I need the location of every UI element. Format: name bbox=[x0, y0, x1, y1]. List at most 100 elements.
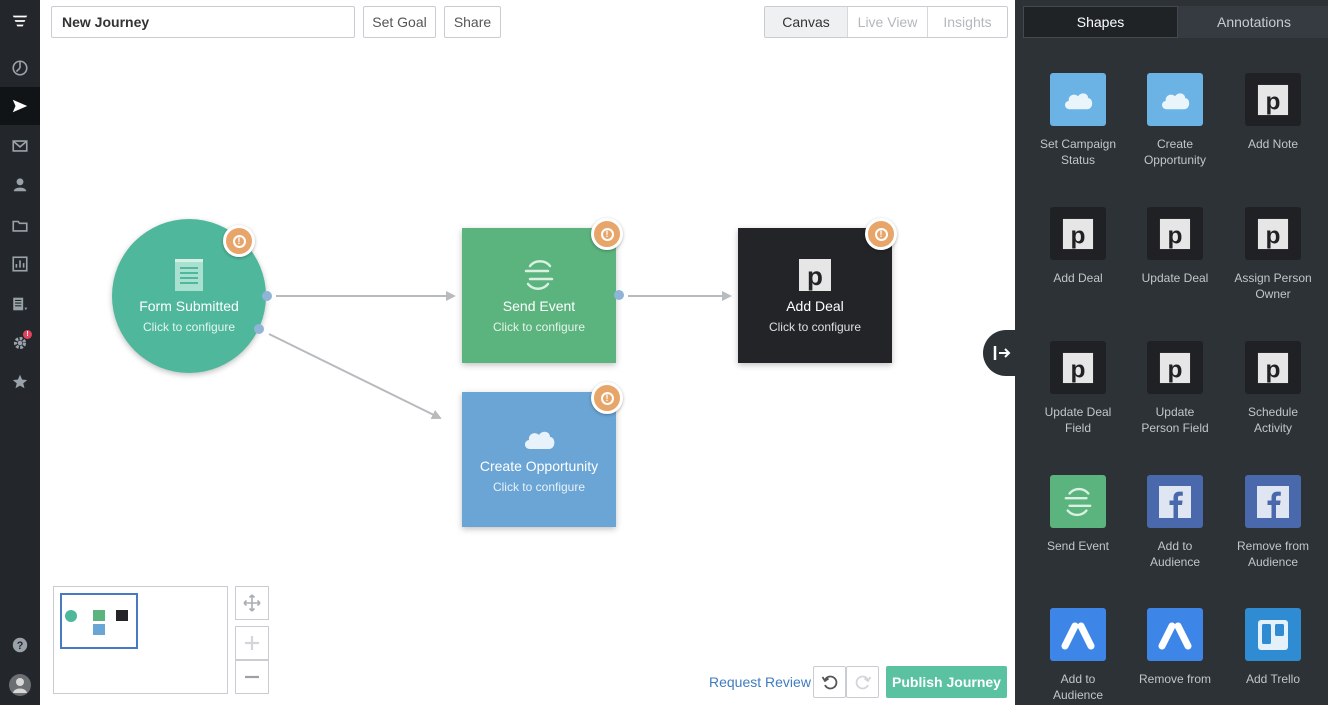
svg-text:p: p bbox=[1266, 222, 1281, 249]
menu-icon[interactable] bbox=[0, 2, 40, 40]
pipedrive-icon: p bbox=[799, 258, 831, 291]
svg-text:p: p bbox=[807, 261, 823, 291]
node-title: Create Opportunity bbox=[479, 457, 599, 474]
request-review-link[interactable]: Request Review bbox=[709, 674, 811, 690]
warning-icon[interactable]: ! bbox=[591, 218, 623, 250]
svg-text:p: p bbox=[1168, 222, 1183, 249]
folder-icon[interactable] bbox=[0, 207, 40, 245]
warning-icon[interactable]: ! bbox=[865, 218, 897, 250]
reports-icon[interactable] bbox=[0, 245, 40, 283]
publish-journey-button[interactable]: Publish Journey bbox=[886, 666, 1007, 698]
facebook-icon bbox=[1147, 475, 1203, 528]
warning-icon[interactable]: ! bbox=[223, 225, 255, 257]
shape-label: Add to Audience bbox=[1149, 539, 1201, 569]
salesforce-cloud-icon bbox=[1050, 73, 1106, 126]
journey-canvas[interactable]: Form Submitted Click to configure ! Send… bbox=[40, 44, 1015, 705]
svg-text:p: p bbox=[1071, 222, 1086, 249]
tab-live-view[interactable]: Live View bbox=[847, 7, 927, 37]
redo-button[interactable] bbox=[846, 666, 879, 698]
collapse-icon bbox=[993, 346, 1011, 360]
undo-button[interactable] bbox=[813, 666, 846, 698]
salesforce-cloud-icon bbox=[524, 431, 555, 449]
shape-add-to-audience[interactable]: Add to Audience bbox=[1129, 475, 1221, 570]
output-port[interactable] bbox=[614, 290, 624, 300]
forms-icon[interactable] bbox=[0, 285, 40, 323]
edge-form-to-opp[interactable] bbox=[268, 333, 442, 419]
output-port[interactable] bbox=[262, 291, 272, 301]
settings-icon[interactable]: ! bbox=[0, 324, 40, 362]
minimap-node bbox=[65, 610, 77, 622]
pipedrive-icon: p bbox=[1147, 341, 1203, 394]
minus-icon bbox=[245, 675, 259, 679]
tab-canvas[interactable]: Canvas bbox=[765, 7, 847, 37]
shape-label: Add Deal bbox=[1053, 271, 1103, 285]
dashboard-icon[interactable] bbox=[0, 49, 40, 87]
shape-label: Add Note bbox=[1247, 137, 1299, 151]
output-port[interactable] bbox=[254, 324, 264, 334]
node-send-event[interactable]: Send Event Click to configure bbox=[462, 228, 616, 363]
shape-remove-from-audience[interactable]: Remove from Audience bbox=[1227, 475, 1319, 570]
shape-label: Update Deal bbox=[1141, 271, 1209, 285]
segment-icon bbox=[524, 259, 554, 290]
shape-add-trello[interactable]: Add Trello bbox=[1227, 608, 1319, 687]
warning-icon[interactable]: ! bbox=[591, 382, 623, 414]
plus-icon bbox=[245, 636, 259, 650]
tab-annotations[interactable]: Annotations bbox=[1178, 6, 1328, 38]
contacts-icon[interactable] bbox=[0, 166, 40, 204]
shape-label: Add Trello bbox=[1245, 672, 1301, 686]
journeys-icon[interactable] bbox=[0, 87, 40, 125]
zoom-in-button[interactable] bbox=[235, 626, 269, 660]
left-nav: ! ? bbox=[0, 0, 40, 705]
avatar[interactable] bbox=[0, 666, 40, 704]
node-subtitle: Click to configure bbox=[492, 319, 586, 334]
shape-label: Create Opportunity bbox=[1143, 137, 1207, 167]
shape-label: Add to Audience bbox=[1052, 672, 1104, 702]
shape-label: Assign Person Owner bbox=[1234, 271, 1312, 301]
pipedrive-icon: p bbox=[1050, 207, 1106, 260]
shape-label: Update Deal Field bbox=[1044, 405, 1112, 435]
shape-label: Send Event bbox=[1046, 539, 1110, 553]
notification-badge: ! bbox=[23, 330, 32, 339]
minimap-viewport[interactable] bbox=[60, 593, 138, 649]
connection-edges bbox=[268, 291, 732, 419]
node-title: Form Submitted bbox=[139, 298, 239, 314]
email-icon[interactable] bbox=[0, 127, 40, 165]
journey-name-input[interactable] bbox=[51, 6, 355, 38]
node-subtitle: Click to configure bbox=[768, 319, 862, 334]
redo-icon bbox=[855, 675, 871, 690]
node-add-deal[interactable]: p Add Deal Click to configure bbox=[738, 228, 892, 363]
collapse-panel-button[interactable] bbox=[983, 330, 1021, 376]
help-icon[interactable]: ? bbox=[0, 626, 40, 664]
shape-send-event[interactable]: Send Event bbox=[1032, 475, 1124, 554]
segment-icon bbox=[1050, 475, 1106, 528]
tab-shapes[interactable]: Shapes bbox=[1023, 6, 1178, 38]
svg-text:?: ? bbox=[17, 640, 24, 652]
star-icon[interactable] bbox=[0, 363, 40, 401]
svg-text:p: p bbox=[1266, 356, 1281, 383]
node-create-opportunity[interactable]: Create Opportunity Click to configure bbox=[462, 392, 616, 527]
minimap[interactable] bbox=[53, 586, 228, 694]
shape-remove-from[interactable]: Remove from bbox=[1129, 608, 1221, 687]
pan-button[interactable] bbox=[235, 586, 269, 620]
facebook-icon bbox=[1245, 475, 1301, 528]
move-icon bbox=[243, 594, 261, 612]
shape-add-to-audience[interactable]: Add to Audience bbox=[1032, 608, 1124, 703]
share-button[interactable]: Share bbox=[444, 6, 501, 38]
tab-insights[interactable]: Insights bbox=[927, 7, 1007, 37]
minimap-node bbox=[93, 624, 105, 635]
shape-create-opportunity[interactable]: Create Opportunity bbox=[1129, 73, 1221, 168]
zoom-out-button[interactable] bbox=[235, 660, 269, 694]
pipedrive-icon: p bbox=[1245, 341, 1301, 394]
shape-set-campaign-status[interactable]: Set Campaign Status bbox=[1032, 73, 1124, 168]
pipedrive-icon: p bbox=[1050, 341, 1106, 394]
shape-label: Update Person Field bbox=[1141, 405, 1209, 435]
set-goal-button[interactable]: Set Goal bbox=[363, 6, 436, 38]
shape-label: Remove from bbox=[1138, 672, 1212, 686]
